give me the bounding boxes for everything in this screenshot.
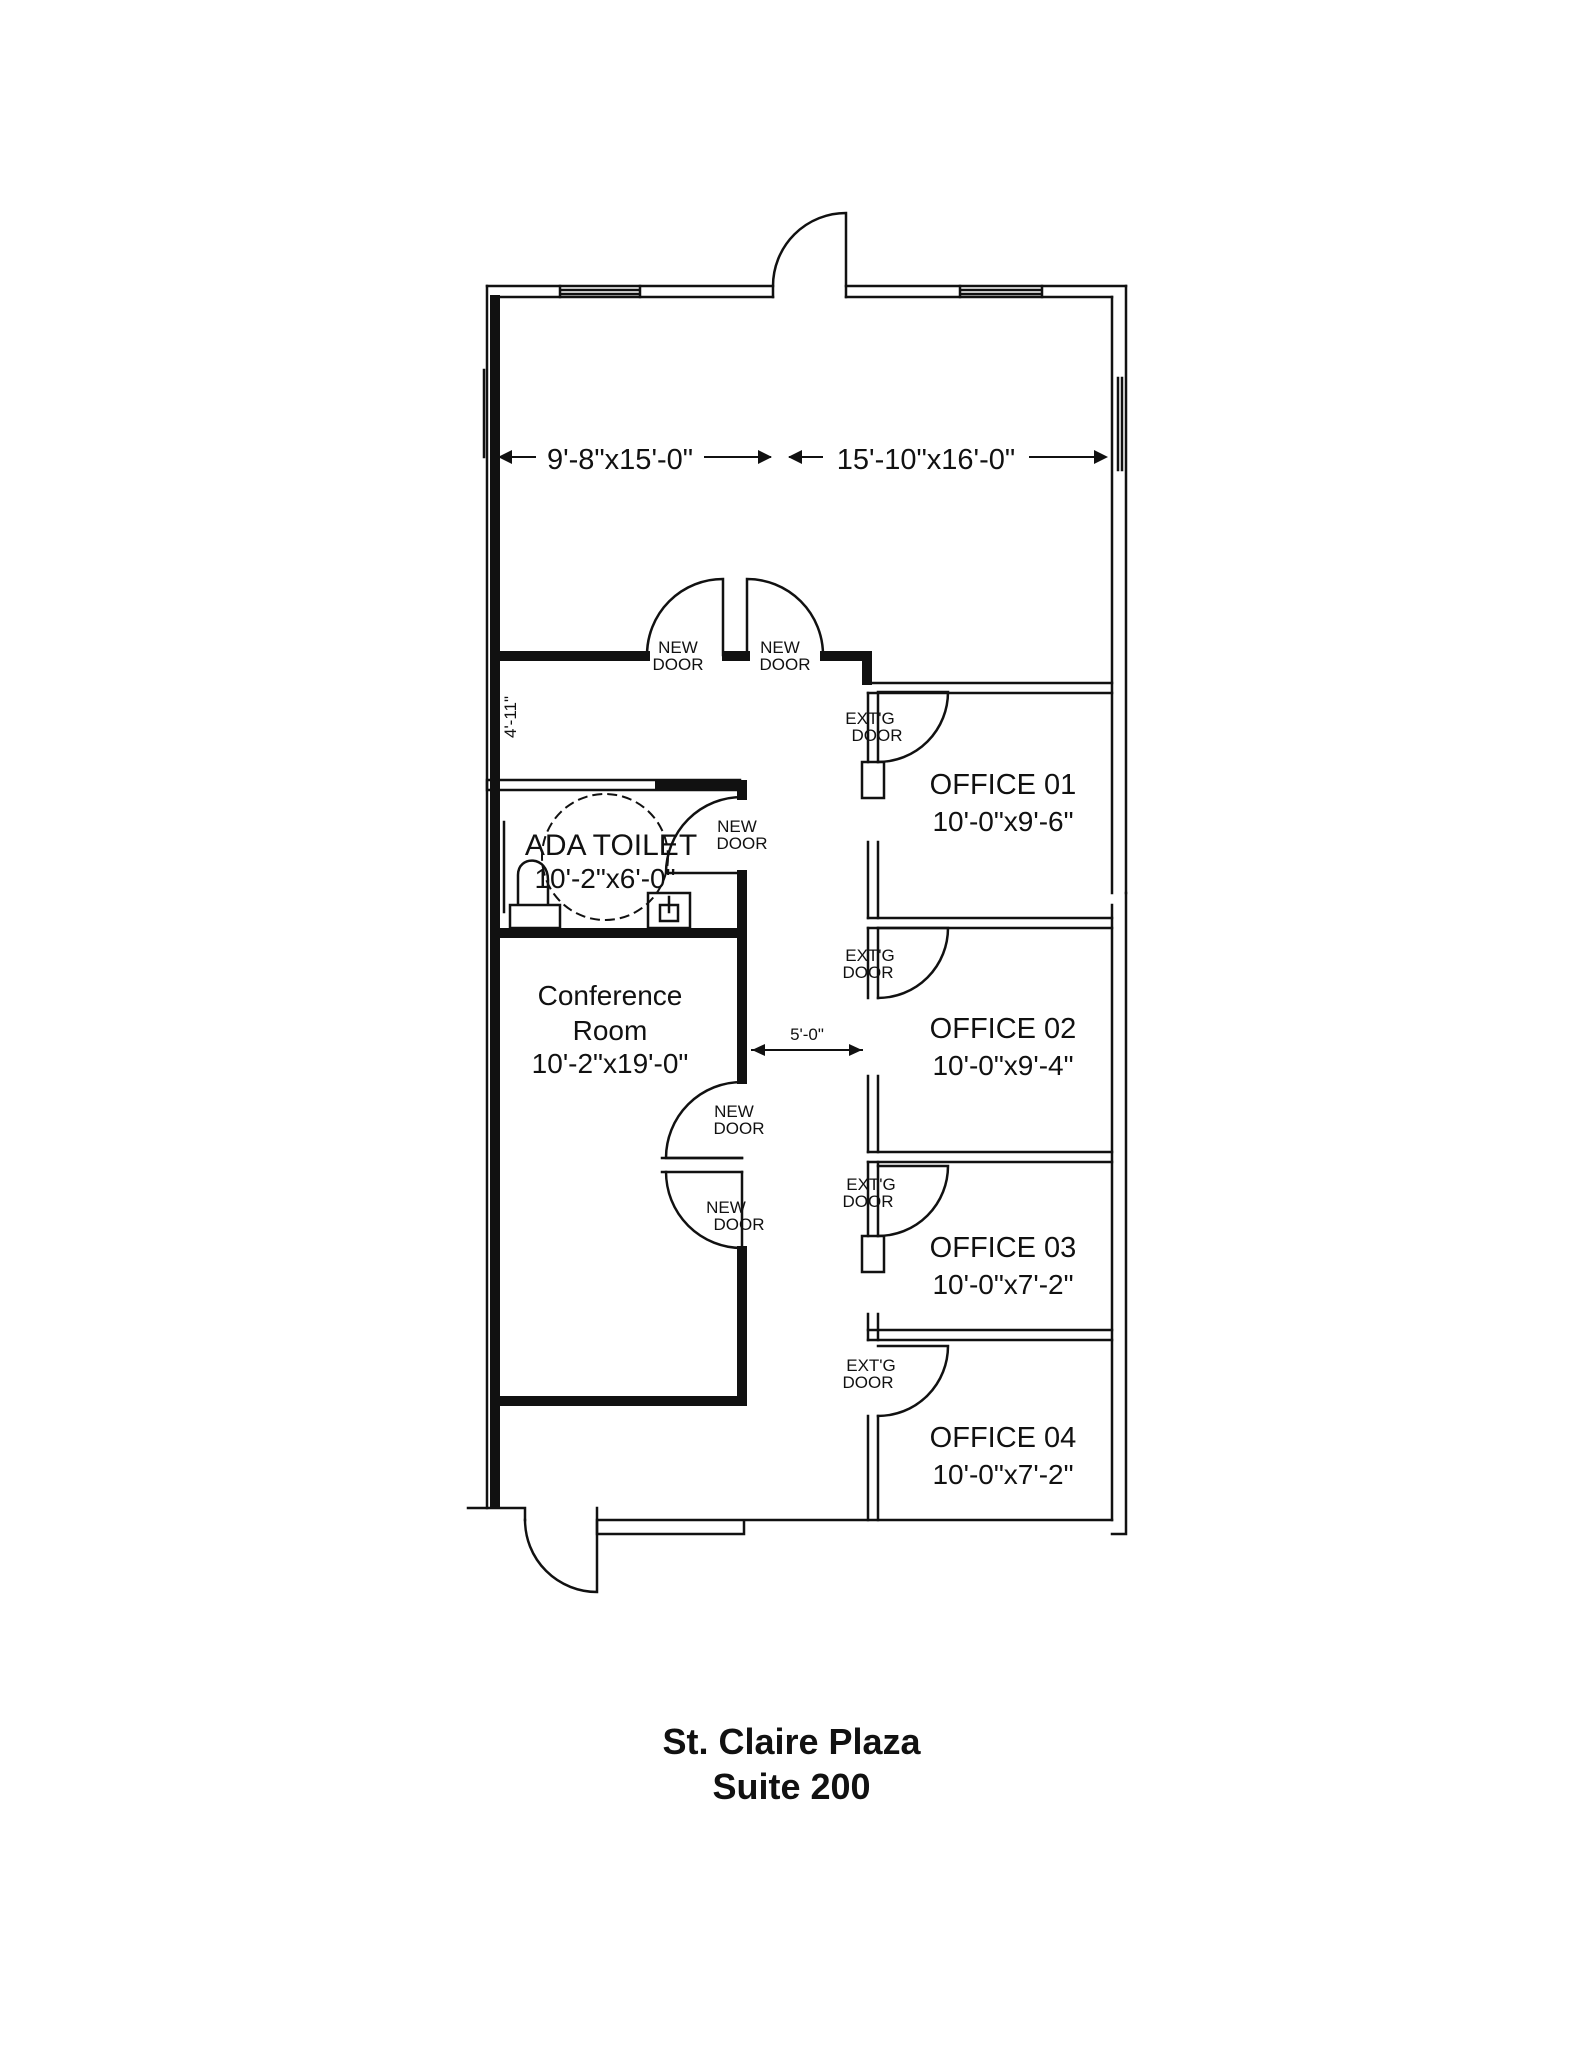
extg-door-office03	[876, 1164, 950, 1238]
caption-subtitle: Suite 200	[712, 1766, 871, 1807]
heavy-wall-partition-jog	[862, 651, 872, 685]
vertical-dim-label: 4'-11"	[501, 696, 520, 738]
door-jamb	[660, 1156, 744, 1174]
ada-toilet-name: ADA TOILET	[525, 829, 697, 862]
heavy-wall-toilet-right-b	[737, 870, 747, 940]
extg-door-tag-3b: DOOR	[843, 1192, 894, 1211]
heavy-wall-partition-mid	[722, 651, 750, 661]
ada-toilet-dim: 10'-2"x6'-0"	[534, 863, 675, 894]
new-door-tag-4a: NEW	[714, 1102, 754, 1121]
exterior-wall-bottom	[466, 1506, 1114, 1536]
new-door-right	[745, 577, 825, 657]
window-top-right	[958, 284, 1044, 299]
entrance-door-top	[771, 211, 848, 299]
office01-dim: 10'-0"x9'-6"	[932, 806, 1073, 837]
conference-dim: 10'-2"x19'-0"	[532, 1048, 689, 1079]
extg-door-tag-4b: DOOR	[843, 1373, 894, 1392]
new-door-tag-1a: NEW	[658, 638, 698, 657]
ada-turning-circle	[541, 793, 669, 921]
new-door-tag-3b: DOOR	[717, 834, 768, 853]
new-door-tag-2b: DOOR	[760, 655, 811, 674]
office03-name: OFFICE 03	[930, 1232, 1077, 1264]
new-door-conference-lower	[664, 1170, 744, 1250]
office01-name: OFFICE 01	[930, 769, 1077, 801]
exterior-wall-right	[1110, 284, 1128, 895]
extg-door-office01	[876, 690, 950, 764]
main-right-dim: 15'-10"x16'-0"	[837, 444, 1015, 476]
heavy-wall-conf-right-b	[737, 1246, 747, 1406]
heavy-wall-partition-right	[820, 651, 872, 661]
extg-door-tag-2a: EXT'G	[845, 946, 895, 965]
corridor-width-label: 5'-0"	[790, 1025, 824, 1044]
conference-label-1: Conference	[538, 980, 683, 1011]
sink-fixture	[646, 891, 692, 930]
office02-dim: 10'-0"x9'-4"	[932, 1050, 1073, 1081]
new-door-left	[645, 577, 725, 657]
main-left-dim: 9'-8"x15'-0"	[547, 444, 693, 476]
exterior-wall-right-lower	[1110, 891, 1128, 1536]
heavy-wall-toilet-right-a	[737, 780, 747, 800]
office02-name: OFFICE 02	[930, 1013, 1077, 1045]
extg-door-office02	[876, 926, 950, 1000]
heavy-wall-conf-bottom	[490, 1396, 747, 1406]
new-door-tag-1b: DOOR	[653, 655, 704, 674]
window-right	[1116, 376, 1124, 472]
window-top-left	[558, 284, 642, 299]
new-door-tag-5b: DOOR	[714, 1215, 765, 1234]
office04-dim: 10'-0"x7'-2"	[932, 1459, 1073, 1490]
heavy-wall-conf-right-a	[737, 938, 747, 1084]
office-partition-wall	[866, 681, 1114, 1342]
extg-door-tag-2b: DOOR	[843, 963, 894, 982]
new-door-tag-2a: NEW	[760, 638, 800, 657]
extg-door-tag-1b: DOOR	[852, 726, 903, 745]
caption-title: St. Claire Plaza	[662, 1721, 921, 1762]
extg-door-office04	[876, 1344, 950, 1418]
office-sidelight	[860, 760, 886, 1274]
office04-name: OFFICE 04	[930, 1422, 1077, 1454]
entrance-door-bottom	[523, 1518, 599, 1594]
extg-door-tag-1a: EXT'G	[845, 709, 895, 728]
dimension-arrows	[498, 450, 1108, 1056]
extg-door-tag-3a: EXT'G	[846, 1175, 896, 1194]
office03-dim: 10'-0"x7'-2"	[932, 1269, 1073, 1300]
heavy-wall-toilet-bottom	[490, 928, 747, 938]
extg-door-tag-4a: EXT'G	[846, 1356, 896, 1375]
new-door-tag-5a: NEW	[706, 1198, 746, 1217]
heavy-wall-partition-left	[490, 651, 650, 661]
new-door-tag-4b: DOOR	[714, 1119, 765, 1138]
conference-label-2: Room	[573, 1015, 648, 1046]
new-door-tag-3a: NEW	[717, 817, 757, 836]
heavy-wall-left	[490, 295, 500, 1508]
office-front-wall	[866, 691, 880, 1522]
new-door-conference-upper	[664, 1080, 744, 1160]
heavy-wall-toilet-top	[655, 780, 745, 790]
